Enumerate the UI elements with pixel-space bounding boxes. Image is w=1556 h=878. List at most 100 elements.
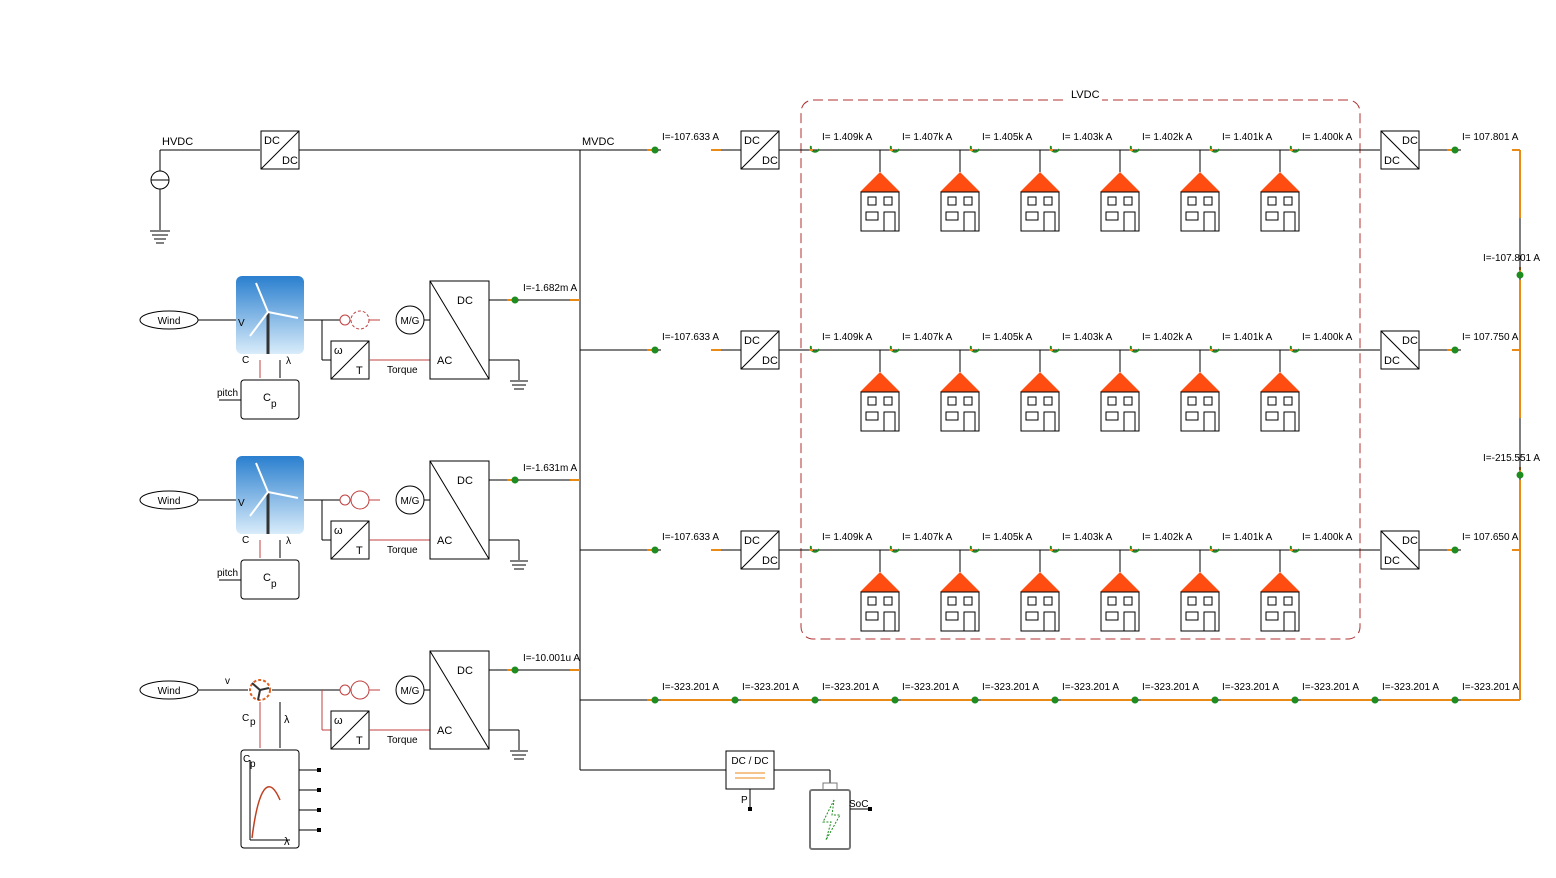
feeder-in-meter: I=-107.633 A xyxy=(662,532,719,543)
svg-text:λ: λ xyxy=(284,836,290,848)
house-icon[interactable] xyxy=(1019,549,1061,632)
house-meter: I= 1.409k A xyxy=(822,532,873,543)
svg-text:ω: ω xyxy=(334,715,343,727)
wind-turbine-1[interactable]: Wind V C λ C p pitch ω T Torque M/G xyxy=(139,276,580,420)
svg-text:V: V xyxy=(238,498,245,509)
house-meter: I= 1.402k A xyxy=(1142,332,1193,343)
svg-text:T: T xyxy=(356,365,363,377)
feeder-in-meter: I=-107.633 A xyxy=(662,332,719,343)
house-icon[interactable] xyxy=(1179,349,1221,432)
current-meter-icon xyxy=(1366,695,1382,705)
house-icon[interactable] xyxy=(859,549,901,632)
house-icon[interactable] xyxy=(1099,549,1141,632)
svg-text:DC: DC xyxy=(1384,355,1400,367)
house-icon[interactable] xyxy=(1179,149,1221,232)
current-meter-icon xyxy=(1128,345,1140,353)
svg-text:DC: DC xyxy=(1402,535,1418,547)
current-meter-icon xyxy=(1128,145,1140,153)
current-meter-icon xyxy=(726,695,742,705)
house-icon[interactable] xyxy=(1259,349,1301,432)
house-meter: I= 1.405k A xyxy=(982,332,1033,343)
current-meter-icon xyxy=(1128,545,1140,553)
house-icon[interactable] xyxy=(1099,149,1141,232)
house-icon[interactable] xyxy=(939,349,981,432)
house-icon[interactable] xyxy=(1099,349,1141,432)
rectifier-2[interactable]: DC AC xyxy=(429,460,490,560)
svg-text:Wind: Wind xyxy=(158,686,181,697)
svg-text:C: C xyxy=(243,754,250,765)
svg-text:v: v xyxy=(225,676,230,687)
house-icon[interactable] xyxy=(1259,149,1301,232)
current-meter-icon xyxy=(808,345,820,353)
rectifier-1[interactable]: DC AC xyxy=(429,280,490,380)
bottom-meter: I=-323.201 A xyxy=(1222,682,1279,693)
hvdc-source[interactable]: HVDC xyxy=(150,136,260,244)
house-meter: I= 1.407k A xyxy=(902,532,953,543)
battery-icon[interactable]: SoC xyxy=(809,782,872,850)
svg-text:M/G: M/G xyxy=(401,686,420,697)
bottom-meter: I=-323.201 A xyxy=(742,682,799,693)
svg-text:Wind: Wind xyxy=(158,316,181,327)
wind-turbine-3[interactable]: Wind v C p λ C p λ xyxy=(139,650,580,849)
svg-text:DC / DC: DC / DC xyxy=(731,756,768,767)
svg-text:DC: DC xyxy=(264,135,280,147)
current-meter-icon xyxy=(968,545,980,553)
battery-converter[interactable]: DC / DC P xyxy=(725,750,831,811)
house-icon[interactable] xyxy=(859,149,901,232)
cp-lambda-curve[interactable] xyxy=(240,749,300,849)
feeder-out-meter: I= 107.801 A xyxy=(1462,132,1519,143)
feeder-in-meter: I=-107.633 A xyxy=(662,132,719,143)
house-icon[interactable] xyxy=(1019,349,1061,432)
bottom-meter: I=-323.201 A xyxy=(662,682,719,693)
svg-text:AC: AC xyxy=(437,355,452,367)
bottom-meter: I=-323.201 A xyxy=(1462,682,1519,693)
current-meter-icon xyxy=(888,345,900,353)
house-icon[interactable] xyxy=(939,549,981,632)
svg-text:DC: DC xyxy=(744,535,760,547)
house-icon[interactable] xyxy=(1179,549,1221,632)
house-icon[interactable] xyxy=(1019,149,1061,232)
svg-text:DC: DC xyxy=(282,155,298,167)
current-meter-icon xyxy=(1126,695,1142,705)
svg-text:C: C xyxy=(242,713,249,724)
house-meter: I= 1.405k A xyxy=(982,132,1033,143)
hv-mv-converter[interactable]: DC DC xyxy=(260,130,300,170)
wind-turbine-2[interactable]: Wind V C λ C p pitch ω T Torque M/G xyxy=(139,456,580,600)
svg-text:AC: AC xyxy=(437,535,452,547)
svg-text:M/G: M/G xyxy=(401,316,420,327)
current-meter-icon xyxy=(1208,145,1220,153)
svg-text:T: T xyxy=(356,545,363,557)
right-riser: I=-107.801 A I=-215.551 A xyxy=(1483,149,1540,700)
svg-text:AC: AC xyxy=(437,725,452,737)
lvdc-label: LVDC xyxy=(1071,89,1100,101)
house-meter: I= 1.407k A xyxy=(902,332,953,343)
svg-text:p: p xyxy=(271,399,277,410)
current-meter-icon xyxy=(888,545,900,553)
riser-meter-2: I=-215.551 A xyxy=(1483,453,1540,464)
house-icon[interactable] xyxy=(1259,549,1301,632)
wind-turbine-icon xyxy=(236,276,304,354)
house-meter: I= 1.409k A xyxy=(822,132,873,143)
house-meter: I= 1.407k A xyxy=(902,132,953,143)
hvdc-label: HVDC xyxy=(162,136,193,148)
lvdc-region xyxy=(800,99,1361,640)
house-icon[interactable] xyxy=(939,149,981,232)
house-meter: I= 1.400k A xyxy=(1302,332,1353,343)
svg-text:DC: DC xyxy=(762,355,778,367)
house-icon[interactable] xyxy=(859,349,901,432)
rectifier-3[interactable]: DC AC xyxy=(429,650,490,750)
current-meter-icon xyxy=(1046,695,1062,705)
svg-text:pitch: pitch xyxy=(217,388,238,399)
svg-text:DC: DC xyxy=(744,135,760,147)
svg-text:T: T xyxy=(356,735,363,747)
